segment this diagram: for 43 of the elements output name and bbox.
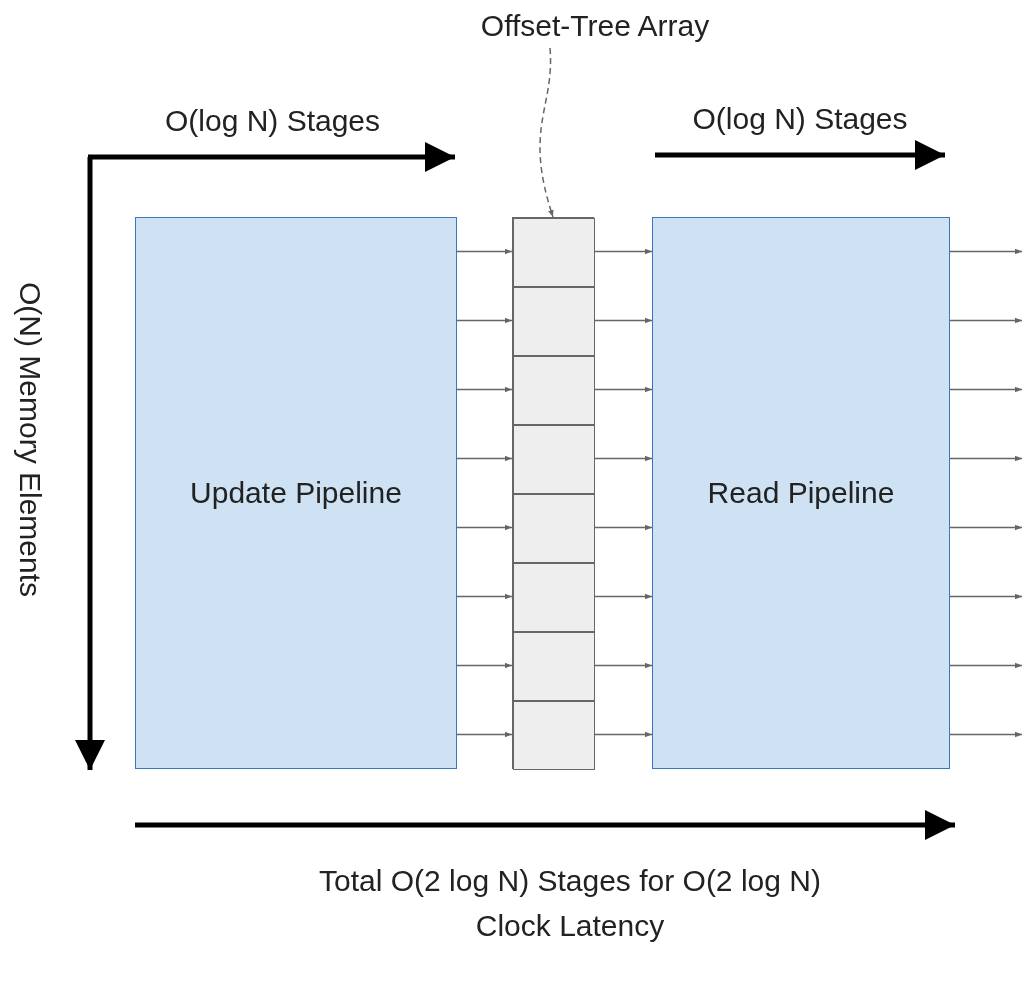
arrow: [593, 524, 653, 531]
array-cell: [513, 701, 595, 770]
arrow: [949, 593, 1023, 600]
arrow: [593, 731, 653, 738]
stage-label: O(log N) Stages: [691, 101, 909, 137]
arrow: [949, 662, 1023, 669]
arrow: [456, 593, 513, 600]
arrow: [949, 248, 1023, 255]
array-cell: [513, 356, 595, 425]
array-cell: [513, 287, 595, 356]
arrow: [593, 593, 653, 600]
arrow: [593, 455, 653, 462]
arrow: [456, 317, 513, 324]
pipeline-label: Read Pipeline: [707, 476, 895, 510]
arrow: [593, 317, 653, 324]
array-cell: [513, 632, 595, 701]
array-box: [512, 217, 594, 769]
arrow: [456, 455, 513, 462]
callout-text: Offset-Tree Array: [440, 6, 750, 46]
arrow: [949, 524, 1023, 531]
stage-label: O(log N) Stages: [163, 103, 382, 139]
array-cell: [513, 563, 595, 632]
arrow: [456, 731, 513, 738]
stage-label: Total O(2 log N) Stages for O(2 log N) Clock Latency: [318, 863, 822, 944]
arrow: [593, 248, 653, 255]
arrow: [456, 662, 513, 669]
arrow: [456, 248, 513, 255]
arrow: [593, 662, 653, 669]
pipeline-label: Update Pipeline: [190, 476, 402, 510]
array-cell: [513, 218, 595, 287]
array-cell: [513, 494, 595, 563]
arrow: [949, 455, 1023, 462]
leader-line: [539, 47, 554, 218]
arrow: [456, 524, 513, 531]
pipeline-box: [135, 217, 457, 769]
pipeline-box: [652, 217, 950, 769]
arrow: [949, 317, 1023, 324]
arrow: [456, 386, 513, 393]
array-cell: [513, 425, 595, 494]
arrow: [593, 386, 653, 393]
axis-label: O(N) Memory Elements: [13, 281, 48, 600]
arrow: [949, 731, 1023, 738]
arrow: [949, 386, 1023, 393]
